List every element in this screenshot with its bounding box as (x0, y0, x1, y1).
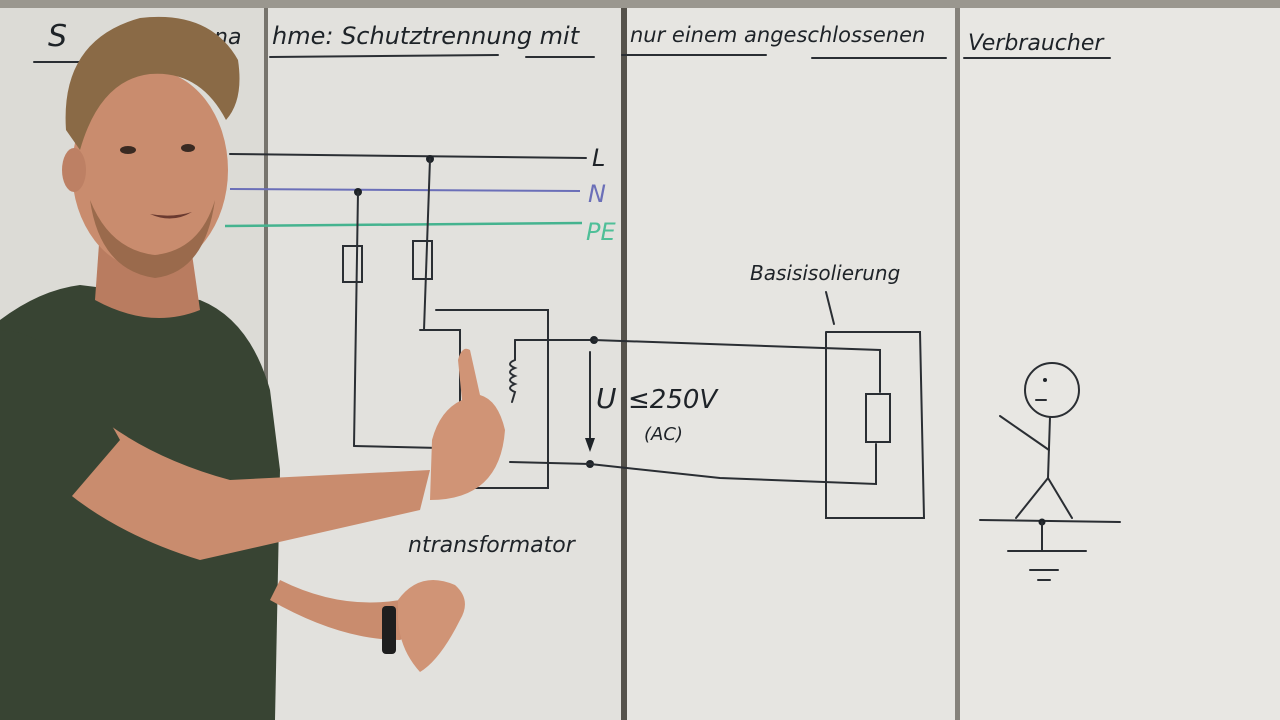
panel-seam-1 (264, 0, 268, 720)
load-wire-bottom (589, 443, 877, 486)
presenter-eye-left (120, 146, 136, 154)
transformer-core (419, 329, 461, 421)
load-wire-top (593, 339, 881, 393)
title-fragment-consumer: Verbraucher (968, 31, 1105, 56)
title-fragment-main: hme: Schutztrennung mit (272, 22, 581, 50)
transformer-housing (435, 309, 549, 489)
presenter-head (72, 70, 228, 270)
label-n: N (588, 180, 606, 208)
presenter-lower-hand (398, 580, 465, 672)
fuse-n-icon (342, 245, 363, 283)
insulation-pointer (825, 291, 835, 325)
secondary-bottom-wire (509, 461, 591, 465)
title-fragment-connected: nur einem angeschlossenen (630, 23, 925, 47)
board-panel-3 (626, 0, 956, 720)
presenter-eye-right (181, 144, 195, 152)
line-conductor-pe (224, 221, 583, 228)
voltage-type: (AC) (644, 424, 683, 445)
title-fragment-s: S (48, 19, 67, 54)
label-pe: PE (586, 218, 616, 246)
floor-line (979, 519, 1121, 523)
presenter-beard (90, 200, 215, 278)
drop-wire-l (423, 158, 431, 331)
transformer-label: ntransformator (408, 533, 577, 558)
presenter-watch-icon (382, 606, 396, 654)
stick-figure-head (1024, 362, 1080, 418)
voltage-symbol: U (596, 382, 617, 415)
voltage-arrow-head-icon (585, 438, 595, 452)
board-top-edge (0, 0, 1280, 8)
line-conductor-n (229, 188, 581, 192)
presenter-pointing-hand (430, 348, 505, 500)
stick-figure-body (1047, 416, 1051, 479)
load-resistor-icon (865, 393, 891, 443)
stick-figure-leg-left (1015, 477, 1049, 519)
insulation-label: Basisisolierung (750, 261, 900, 285)
fuse-l-icon (412, 240, 433, 280)
primary-return-wire (353, 445, 441, 449)
voltage-limit: ≤250V (628, 385, 719, 415)
basic-insulation-box (825, 331, 926, 519)
stick-figure-arm (999, 415, 1050, 451)
presenter-ear (62, 148, 86, 192)
line-conductor-l (229, 153, 587, 159)
presenter (0, 16, 505, 720)
panel-seam-2 (621, 0, 627, 720)
stick-figure-eye (1043, 378, 1047, 382)
presenter-sleeve (0, 330, 120, 510)
stick-figure-leg-right (1047, 477, 1073, 519)
label-l: L (592, 144, 605, 172)
secondary-coil-icon (509, 339, 518, 403)
presenter-hair (65, 16, 240, 151)
panel-seam-3 (955, 0, 960, 720)
title-underline-2 (269, 54, 499, 58)
presenter-mouth (150, 212, 192, 219)
presenter-arm-upper (10, 380, 430, 560)
board-panel-4 (960, 0, 1280, 720)
drop-wire-n (353, 191, 359, 447)
